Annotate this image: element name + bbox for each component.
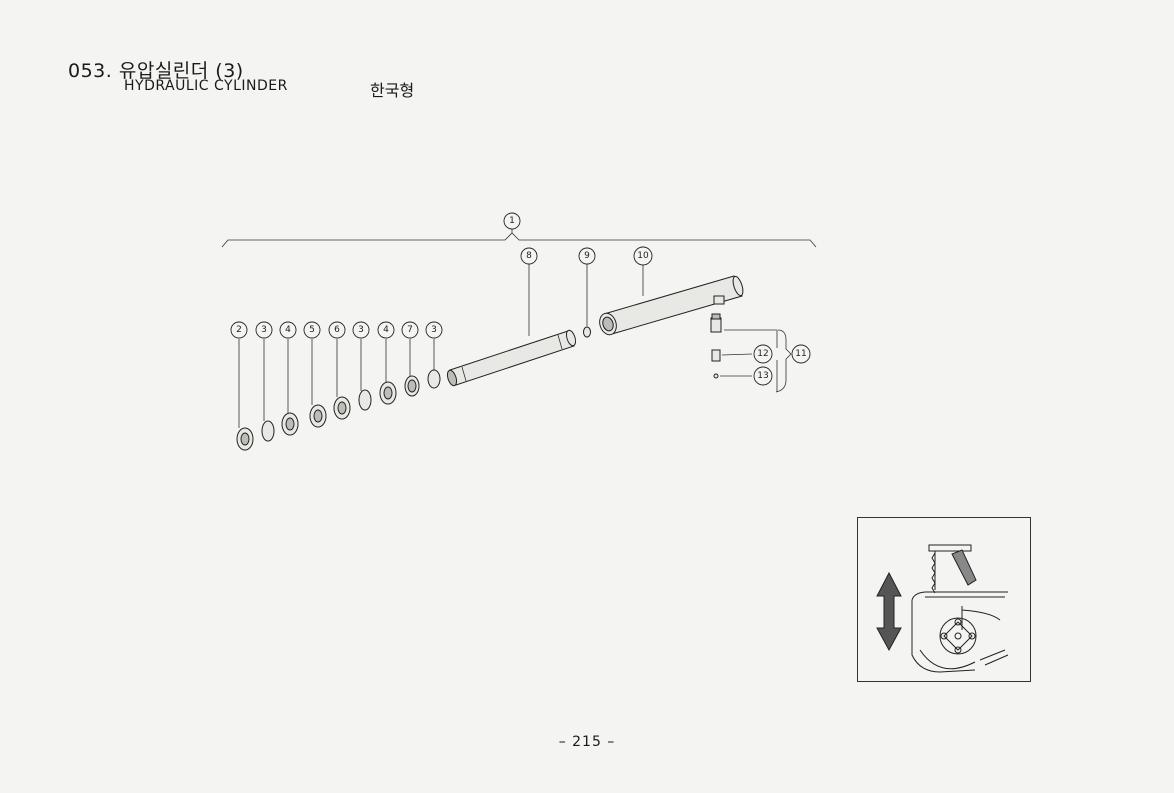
callout-7: 7: [401, 321, 419, 339]
svg-text:3: 3: [358, 325, 364, 335]
up-down-arrow-icon: [876, 571, 902, 652]
svg-text:4: 4: [285, 325, 291, 335]
page-title: 053. 유압실린더 (3): [68, 56, 244, 83]
callout-3b: 3: [352, 321, 370, 339]
svg-text:3: 3: [261, 325, 267, 335]
callout-4a: 4: [279, 321, 297, 339]
svg-text:2: 2: [236, 325, 242, 335]
piston-rod: [446, 329, 577, 387]
page-number: – 215 –: [558, 734, 616, 750]
title-korean: 유압실린더 (3): [118, 60, 244, 82]
callout-6: 6: [328, 321, 346, 339]
cylinder-tube: [599, 275, 744, 336]
seal-set: [236, 369, 441, 451]
hose-fitting: [710, 313, 722, 333]
section-number: 053.: [68, 60, 113, 82]
svg-text:5: 5: [309, 325, 315, 335]
callout-12: 12: [753, 344, 773, 364]
callout-5: 5: [303, 321, 321, 339]
callout-9: 9: [578, 247, 596, 265]
svg-text:7: 7: [407, 325, 413, 335]
assembly-bracket: [221, 232, 817, 248]
location-inset-illustration: [876, 544, 1009, 673]
callout-11: 11: [791, 344, 811, 364]
svg-text:11: 11: [795, 349, 806, 359]
machine-sketch: [911, 544, 1009, 673]
bracket-11: [775, 329, 792, 393]
small-o-ring: [713, 373, 719, 379]
variant-label: 한국형: [370, 81, 415, 100]
o-ring: [583, 326, 591, 338]
svg-text:3: 3: [431, 325, 437, 335]
svg-text:8: 8: [526, 251, 532, 261]
title-english: HYDRAULIC CYLINDER: [124, 78, 288, 94]
location-inset-frame: [857, 517, 1031, 682]
seal-leaders: [238, 339, 435, 428]
svg-text:1: 1: [509, 216, 515, 226]
callout-4b: 4: [377, 321, 395, 339]
callout-2: 2: [230, 321, 248, 339]
callout-10: 10: [633, 246, 653, 266]
svg-text:9: 9: [584, 251, 590, 261]
svg-text:12: 12: [757, 349, 768, 359]
header: 053. 유압실린더 (3): [68, 56, 244, 83]
callout-3c: 3: [425, 321, 443, 339]
callout-1: 1: [503, 212, 521, 230]
leader-12: [721, 353, 753, 356]
callout-8: 8: [520, 247, 538, 265]
callout-3a: 3: [255, 321, 273, 339]
nipple: [711, 349, 721, 362]
svg-text:6: 6: [334, 325, 340, 335]
svg-text:13: 13: [757, 371, 768, 381]
svg-text:10: 10: [637, 251, 649, 261]
svg-text:4: 4: [383, 325, 389, 335]
subtitle-row: HYDRAULIC CYLINDER 한국형: [124, 78, 414, 100]
callout-13: 13: [753, 366, 773, 386]
